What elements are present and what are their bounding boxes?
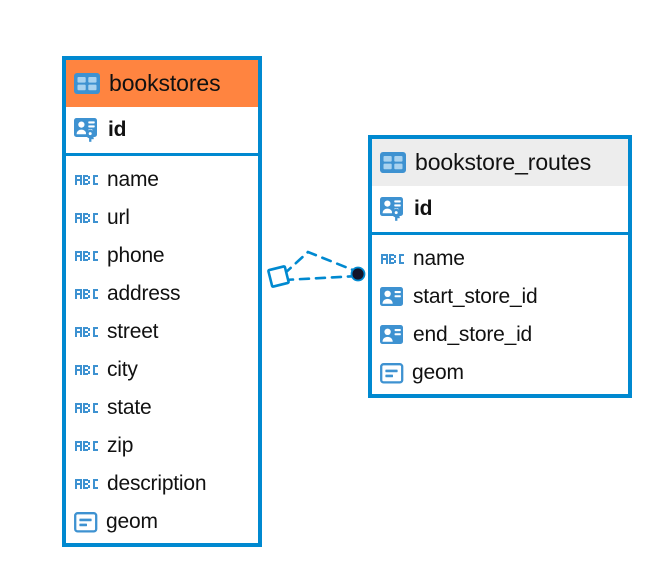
abc-text-icon [74, 440, 99, 452]
field-row-geom[interactable]: geom [66, 503, 258, 541]
field-label-id: id [414, 197, 433, 220]
primary-key-divider [66, 153, 258, 156]
field-row-primary-key[interactable]: id [66, 107, 258, 153]
table-icon [380, 152, 406, 173]
field-row-street[interactable]: street [66, 313, 258, 351]
field-row-start-store-id[interactable]: start_store_id [372, 278, 628, 316]
foreign-key-icon [380, 287, 405, 307]
field-label-state: state [107, 396, 152, 419]
field-label-description: description [107, 472, 207, 495]
field-label-geom: geom [412, 361, 464, 384]
field-row-primary-key[interactable]: id [372, 186, 628, 232]
field-row-name[interactable]: name [372, 240, 628, 278]
field-row-phone[interactable]: phone [66, 237, 258, 275]
entity-bookstore-routes[interactable]: bookstore_routes [368, 135, 632, 398]
field-row-address[interactable]: address [66, 275, 258, 313]
field-label-street: street [107, 320, 159, 343]
foreign-key-icon [380, 325, 405, 345]
entity-title-bookstores: bookstores [109, 70, 221, 96]
geometry-icon [74, 511, 98, 533]
entity-header-bookstores[interactable]: bookstores [66, 60, 258, 107]
relationship-line-upper [282, 250, 360, 276]
field-row-state[interactable]: state [66, 389, 258, 427]
field-label-url: url [107, 206, 130, 229]
table-icon [74, 73, 100, 94]
field-list-bookstore-routes: name start_store_id [372, 235, 628, 392]
abc-text-icon [74, 326, 99, 338]
primary-key-icon [380, 197, 406, 221]
field-label-geom: geom [106, 510, 158, 533]
field-row-city[interactable]: city [66, 351, 258, 389]
abc-text-icon [380, 253, 405, 265]
field-label-zip: zip [107, 434, 134, 457]
entity-header-bookstore-routes[interactable]: bookstore_routes [372, 139, 628, 186]
primary-key-divider [372, 232, 628, 235]
field-row-name[interactable]: name [66, 161, 258, 199]
abc-text-icon [74, 402, 99, 414]
geometry-icon [380, 362, 404, 384]
relationship-line-lower [282, 274, 360, 282]
abc-text-icon [74, 212, 99, 224]
abc-text-icon [74, 250, 99, 262]
field-row-description[interactable]: description [66, 465, 258, 503]
abc-text-icon [74, 478, 99, 490]
field-row-url[interactable]: url [66, 199, 258, 237]
relationship-target-circle [350, 266, 366, 282]
field-row-zip[interactable]: zip [66, 427, 258, 465]
field-row-geom[interactable]: geom [372, 354, 628, 392]
field-row-end-store-id[interactable]: end_store_id [372, 316, 628, 354]
relationship-source-diamond [267, 265, 290, 288]
abc-text-icon [74, 288, 99, 300]
abc-text-icon [74, 364, 99, 376]
relationship-connector[interactable] [262, 238, 372, 310]
field-label-city: city [107, 358, 138, 381]
field-label-name: name [107, 168, 159, 191]
field-label-name: name [413, 247, 465, 270]
field-label-id: id [108, 118, 127, 141]
field-label-address: address [107, 282, 181, 305]
entity-title-bookstore-routes: bookstore_routes [415, 149, 592, 175]
field-label-end-store-id: end_store_id [413, 323, 533, 346]
field-label-phone: phone [107, 244, 165, 267]
field-label-start-store-id: start_store_id [413, 285, 538, 308]
entity-bookstores[interactable]: bookstores id [62, 56, 262, 547]
field-list-bookstores: name [66, 156, 258, 541]
primary-key-icon [74, 118, 100, 142]
abc-text-icon [74, 174, 99, 186]
